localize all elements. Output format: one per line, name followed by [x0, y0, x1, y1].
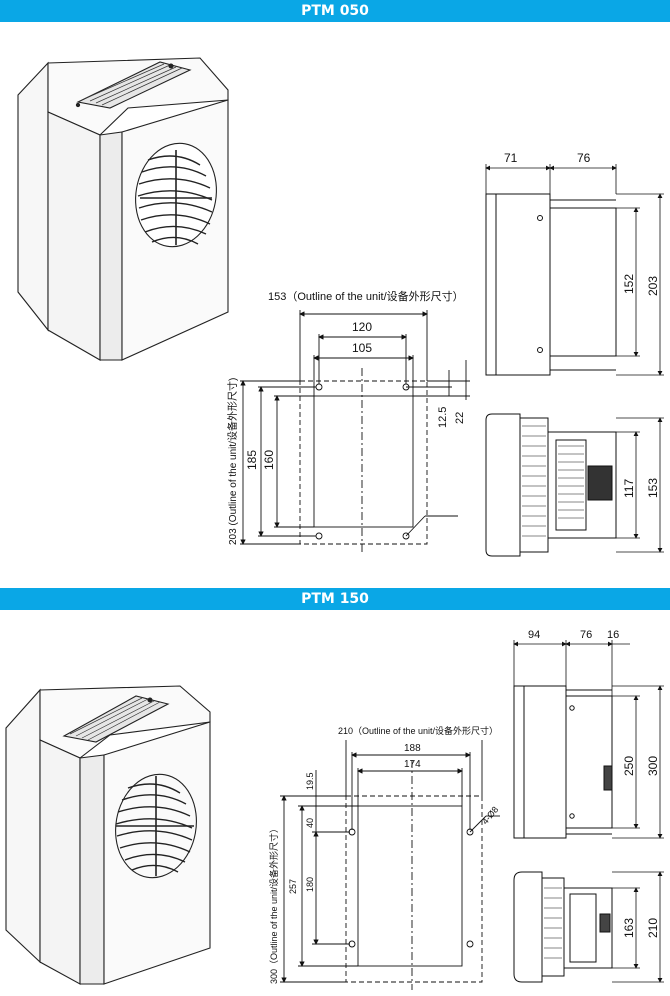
ptm050-side-view — [485, 164, 664, 376]
dim-76b: 76 — [580, 629, 592, 641]
dim-12-5: 12.5 — [437, 407, 449, 428]
ptm050-top-view — [485, 413, 664, 557]
dim-160: 160 — [262, 450, 276, 470]
dim-120: 120 — [352, 320, 372, 334]
dim-163: 163 — [622, 918, 636, 938]
dim-152: 152 — [622, 274, 636, 294]
dim-153: 153 — [646, 478, 660, 498]
ptm150-outline-note-v: 300（Outline of the unit/设备外形尺寸） — [268, 824, 279, 984]
ptm150-cutout-drawing — [280, 740, 500, 990]
ptm150-side-view — [513, 640, 664, 839]
dim-4-holes: 4-Ø8 — [480, 805, 501, 827]
dim-71: 71 — [504, 151, 518, 165]
ptm150-outline-note-h: 210（Outline of the unit/设备外形尺寸） — [338, 725, 498, 736]
dim-188: 188 — [404, 743, 421, 754]
ptm050-iso-unit — [17, 57, 229, 361]
dim-257: 257 — [288, 879, 298, 894]
dim-94: 94 — [528, 629, 540, 641]
dim-19-5: 19.5 — [305, 772, 315, 790]
section-title-ptm150: PTM 150 — [0, 588, 670, 610]
ptm050-outline-note-v: 203 (Outline of the unit/设备外形尺寸) — [226, 378, 239, 545]
dim-40: 40 — [305, 818, 315, 828]
dim-250: 250 — [622, 756, 636, 776]
ptm050-cutout-drawing — [240, 310, 470, 552]
ptm150-iso-unit — [5, 685, 211, 985]
dim-105: 105 — [352, 341, 372, 355]
dim-174: 174 — [404, 759, 421, 770]
dim-180: 180 — [305, 877, 315, 892]
ptm150-top-view — [513, 871, 664, 983]
dim-76: 76 — [577, 151, 591, 165]
section-title-ptm050: PTM 050 — [0, 0, 670, 22]
ptm050-outline-note-h: 153（Outline of the unit/设备外形尺寸） — [268, 289, 464, 303]
dim-185: 185 — [245, 450, 259, 470]
dim-117: 117 — [622, 479, 636, 498]
dim-300: 300 — [646, 756, 660, 776]
dim-210: 210 — [646, 918, 660, 938]
dim-203: 203 — [646, 276, 660, 296]
dim-22: 22 — [454, 412, 466, 424]
dim-16: 16 — [607, 629, 619, 641]
